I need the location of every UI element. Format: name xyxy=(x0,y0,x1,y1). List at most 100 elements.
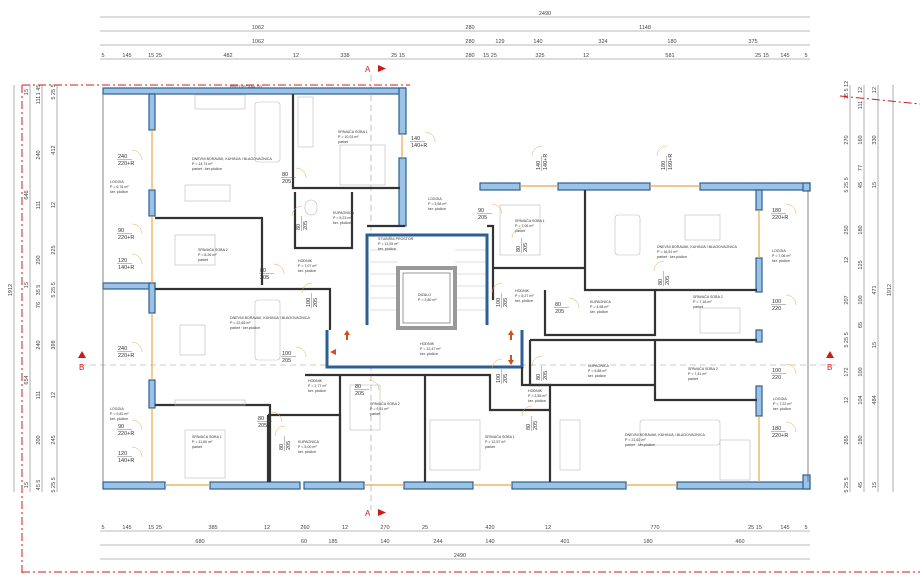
dimension-label: 111 xyxy=(36,391,42,399)
room-name: HODNIK xyxy=(515,289,530,293)
dimension-label: 111 xyxy=(36,96,42,104)
dimension-label: 125 xyxy=(858,260,864,269)
dimension-label: 129 xyxy=(495,39,504,45)
dimension-label: 65 xyxy=(858,322,864,328)
door-swing-icon xyxy=(424,131,436,143)
room-floor: parket xyxy=(338,140,348,144)
dimension-label: 35 5 xyxy=(36,285,42,296)
opening-height: 140+R xyxy=(118,458,134,464)
room-name: KUPAONICA xyxy=(588,364,610,368)
dimension-label: 45 xyxy=(858,482,864,488)
dimension-label: 1062 xyxy=(252,25,264,31)
furniture xyxy=(174,94,751,481)
room-area: P = 11,60 m² xyxy=(192,440,213,444)
dimension-label: 5 xyxy=(101,525,104,531)
dimension-label: 225 xyxy=(51,245,57,254)
opening-width: 80 xyxy=(279,444,285,450)
dimension-label: 15 xyxy=(872,182,878,188)
opening-width: 240 xyxy=(118,154,127,160)
dimension-label: 104 xyxy=(858,395,864,404)
dimension-label: 1912 xyxy=(8,284,14,296)
dimension-label: 2490 xyxy=(539,11,551,17)
room-floor: parket xyxy=(688,377,698,381)
door-swing-icon xyxy=(295,346,307,358)
dimension-label: 60 xyxy=(301,539,307,545)
dimension-label: 385 xyxy=(208,525,217,531)
opening-height: 160+R xyxy=(668,154,674,170)
dimension-label: 12 xyxy=(342,525,348,531)
dimension-label: 330 xyxy=(872,135,878,144)
room-name: SPAVAĆA SOBA 2 xyxy=(198,247,228,252)
room-name: LOGGIA xyxy=(110,407,124,411)
opening-height: 205 xyxy=(503,374,509,383)
dimension-label: 5 25 5 xyxy=(51,84,57,99)
room-area: P = 12,57 m² xyxy=(485,440,506,444)
opening-height: 205 xyxy=(286,441,292,450)
room-area: P = 5,23 m² xyxy=(333,216,352,220)
opening-width: 180 xyxy=(661,161,667,170)
dimension-label: 15 xyxy=(24,482,30,488)
door-swing-icon xyxy=(785,363,797,375)
opening-height: 205 xyxy=(533,421,539,430)
dimension-label: 325 xyxy=(535,53,544,59)
door-swing-icon xyxy=(131,341,143,353)
svg-text:A: A xyxy=(365,65,371,74)
room-floor: parket xyxy=(515,229,525,233)
room-area: P = 4,98 m² xyxy=(590,305,609,309)
door-swing-icon xyxy=(785,203,797,215)
opening-width: 180 xyxy=(772,426,781,432)
svg-text:B: B xyxy=(79,363,84,372)
room-floor: ker. pločice xyxy=(428,207,446,211)
room-floor: ker. pločice xyxy=(528,399,546,403)
room-label: DNEVNI BORAVAK, KUHINJA I BLAGOVAONICAP … xyxy=(657,245,737,259)
room-name: DNEVNI BORAVAK, KUHINJA I BLAGOVAONICA xyxy=(192,157,272,161)
opening-width: 240 xyxy=(118,346,127,352)
dimension-label: 100 xyxy=(858,367,864,376)
door-swing-icon xyxy=(491,203,503,215)
dimension-label: 172 xyxy=(844,367,850,376)
room-floor: parket xyxy=(198,258,208,262)
room-area: P = 2,55 m² xyxy=(528,394,547,398)
dimension-label: 12 xyxy=(51,392,57,398)
dimension-label: 770 xyxy=(650,525,659,531)
room-name: STUBIŠNI PROSTOR xyxy=(378,236,414,241)
opening-height: 205 xyxy=(303,221,309,230)
opening-height: 205 xyxy=(258,423,267,429)
door-swing-icon xyxy=(531,145,543,157)
door-swing-icon xyxy=(653,260,665,272)
opening-height: 205 xyxy=(282,358,291,364)
door-swing-icon xyxy=(131,223,143,235)
door-swing-icon xyxy=(131,149,143,161)
dimension-label: 646 xyxy=(24,190,30,199)
opening-width: 80 xyxy=(526,424,532,430)
dimension-label: 260 xyxy=(300,525,309,531)
door-swing-icon xyxy=(131,253,143,265)
room-floor: ker. pločice xyxy=(378,247,396,251)
top-wall-note: PRISTUPČANA ZID xyxy=(230,84,263,89)
dimension-label: 200 xyxy=(36,255,42,264)
room-name: DNEVNI BORAVAK, KUHINJA I BLAGOVAONICA xyxy=(657,245,737,249)
dimension-label: 15 25 xyxy=(148,53,162,59)
dimension-label: 77 xyxy=(858,165,864,171)
opening-height: 140+R xyxy=(411,143,427,149)
room-area: P = 16,51 m² xyxy=(657,250,678,254)
door-swing-icon xyxy=(568,297,580,309)
room-area: P = 3,98 m² xyxy=(428,202,447,206)
dimension-label: 15 5 12 xyxy=(844,81,850,99)
